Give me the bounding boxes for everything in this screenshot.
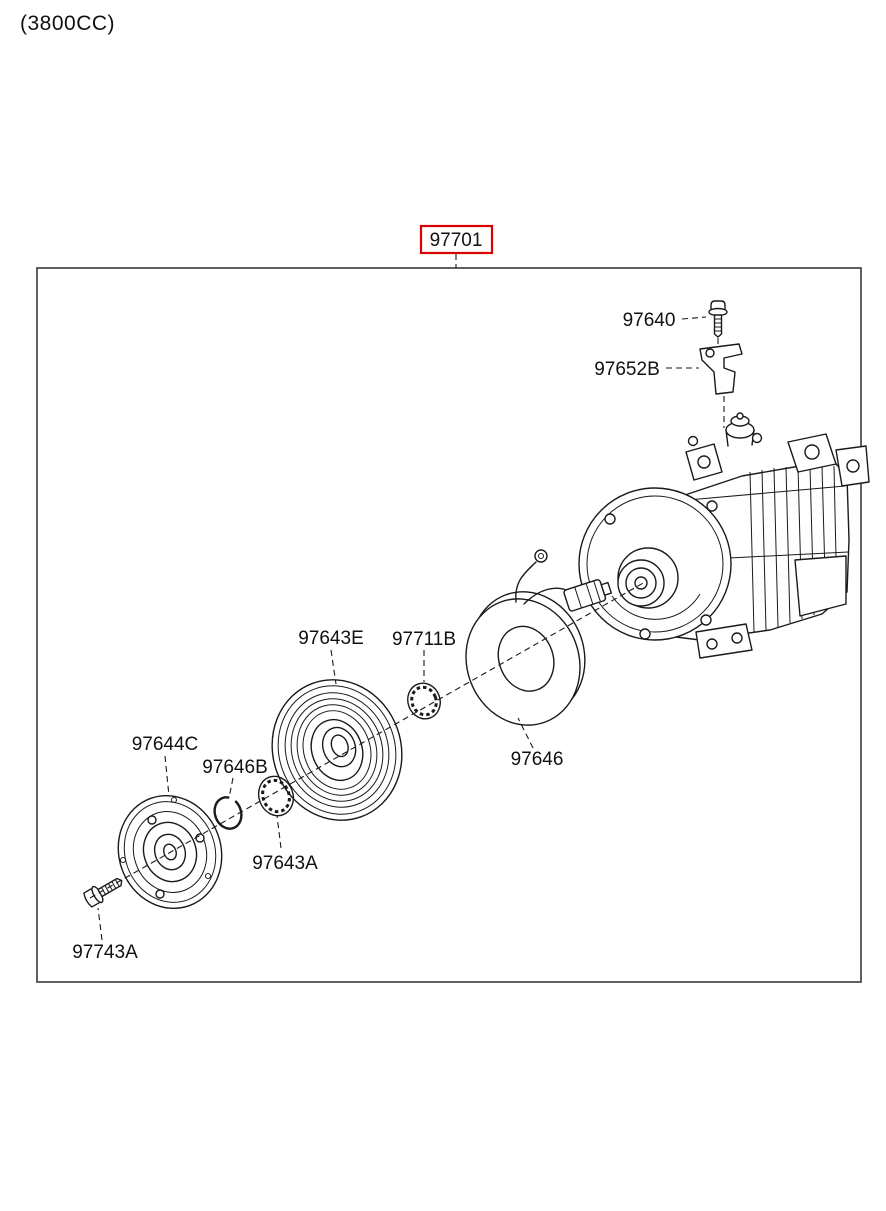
- part-label-97646[interactable]: 97646: [511, 749, 564, 770]
- wire-harness-drawing: [515, 549, 613, 612]
- field-coil-97646-drawing: [465, 591, 586, 726]
- assembly-axis-line: [89, 581, 646, 899]
- part-labels: 97640 97652B 97643E 97711B 97646 97644C …: [72, 310, 675, 963]
- pulley-97643e-drawing: [271, 679, 403, 821]
- assembly-callout-box[interactable]: [419, 224, 494, 255]
- part-label-97652b[interactable]: 97652B: [594, 359, 660, 380]
- engine-size-label: (3800CC): [20, 12, 116, 35]
- compressor-drawing: [578, 412, 870, 659]
- diagram-border: [36, 267, 862, 983]
- part-label-97711b[interactable]: 97711B: [392, 629, 456, 650]
- part-label-97643e[interactable]: 97643E: [298, 628, 364, 649]
- bolt-97640-drawing: [708, 300, 728, 338]
- part-label-97743a[interactable]: 97743A: [72, 942, 138, 963]
- leader-lines: [89, 316, 725, 941]
- part-label-97646b[interactable]: 97646B: [202, 757, 268, 778]
- snap-ring-97711b-drawing: [407, 682, 441, 720]
- part-label-97644c[interactable]: 97644C: [132, 734, 199, 755]
- assembly-callout[interactable]: 97701: [419, 224, 494, 268]
- bolt-97743a-drawing: [83, 877, 123, 908]
- part-label-97640[interactable]: 97640: [623, 310, 676, 331]
- bracket-97652b-drawing: [699, 343, 743, 395]
- assembly-callout-label[interactable]: 97701: [430, 230, 483, 251]
- ring-97646b-drawing: [213, 796, 243, 830]
- part-label-97643a[interactable]: 97643A: [252, 853, 318, 874]
